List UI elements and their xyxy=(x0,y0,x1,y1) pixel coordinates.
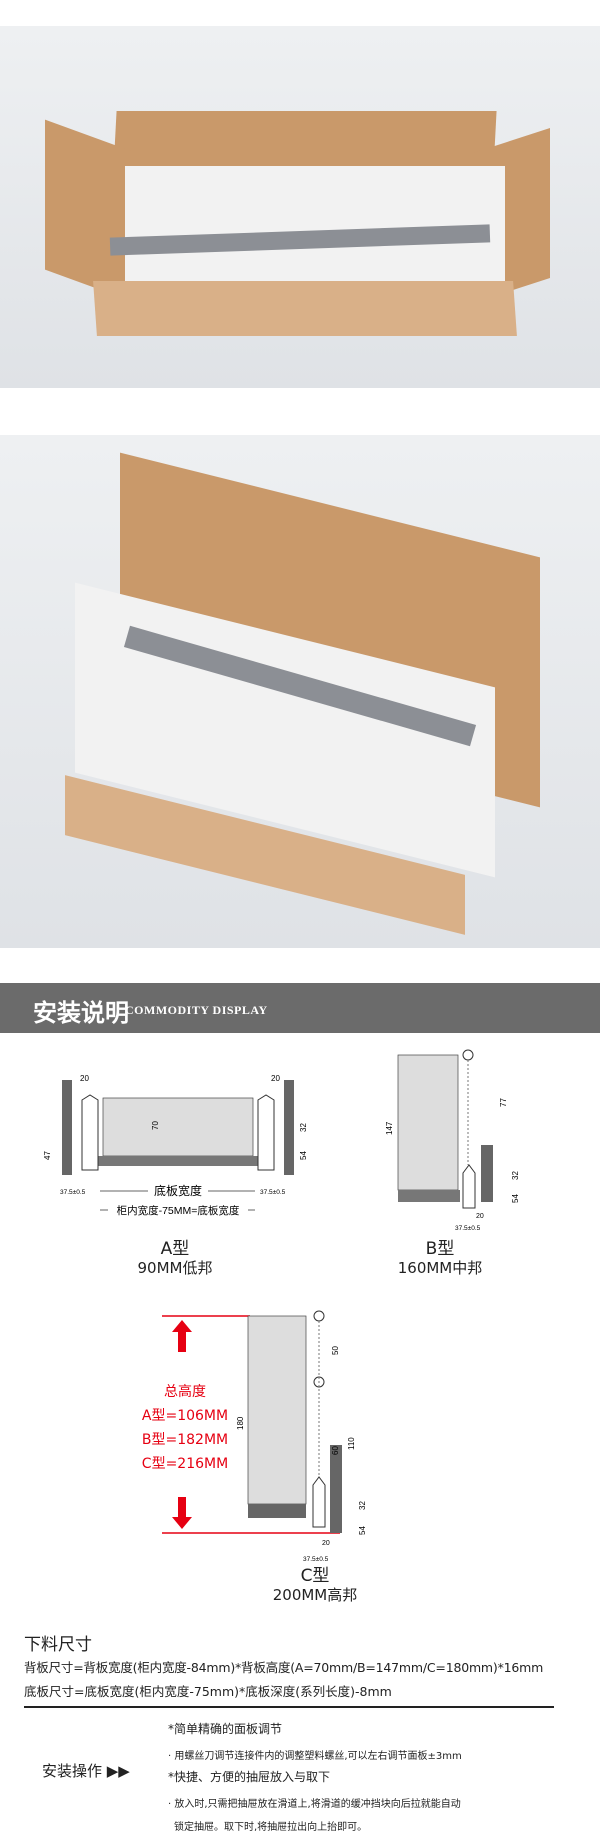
cut-size-back-panel: 背板尺寸=背板宽度(柜内宽度-84mm)*背板高度(A=70mm/B=147mm… xyxy=(24,1660,544,1675)
type-c-label: C型 xyxy=(300,1566,330,1586)
arrow-down-icon xyxy=(172,1497,192,1529)
type-a-label: A型 xyxy=(160,1239,190,1259)
cut-size-title: 下料尺寸 xyxy=(24,1635,92,1655)
dim-a-upper: 32 xyxy=(299,1123,308,1132)
dim-c-upper: 32 xyxy=(358,1501,367,1510)
section-banner: 安装说明 COMMODITY DISPLAY xyxy=(0,983,600,1033)
dim-c-tol: 37.5±0.5 xyxy=(303,1556,329,1563)
diagram-a-caption: A型 90MM低邦 xyxy=(110,1240,240,1278)
dim-a-lower: 54 xyxy=(299,1151,308,1160)
dim-b-tol: 37.5±0.5 xyxy=(455,1225,481,1232)
bottom-width-formula: 柜内宽度-75MM=底板宽度 xyxy=(117,1204,240,1217)
dim-a-tol-left: 37.5±0.5 xyxy=(60,1189,86,1196)
box-flap-left xyxy=(45,119,135,303)
type-c-desc: 200MM高邦 xyxy=(272,1586,358,1604)
dim-a-left: 47 xyxy=(43,1151,52,1160)
dim-b-lower: 54 xyxy=(511,1194,520,1203)
cut-size-bottom-panel: 底板尺寸=底板宽度(柜内宽度-75mm)*底板深度(系列长度)-8mm xyxy=(24,1684,392,1699)
dim-c-top: 50 xyxy=(331,1346,340,1355)
type-b-desc: 160MM中邦 xyxy=(397,1259,483,1277)
dim-c-gap: 20 xyxy=(322,1540,330,1547)
diagram-b: 147 77 32 54 20 37.5±0.5 xyxy=(385,1049,520,1232)
diagram-c-caption: C型 200MM高邦 xyxy=(255,1567,375,1605)
install-item-1: *简单精确的面板调节 xyxy=(168,1722,283,1736)
dim-b-upper: 32 xyxy=(511,1171,520,1180)
diagram-a: 20 20 70 32 54 47 37.5±0.5 37.5±0.5 底板宽度… xyxy=(43,1074,308,1217)
total-height-c: C型=216MM xyxy=(141,1456,229,1472)
total-height-b: B型=182MM xyxy=(141,1432,229,1448)
total-height-title: 总高度 xyxy=(164,1384,206,1400)
install-item-2: · 用螺丝刀调节连接件内的调整塑料螺丝,可以左右调节面板±3mm xyxy=(168,1751,462,1762)
type-b-label: B型 xyxy=(425,1239,455,1259)
install-title: 安装操作 ▶▶ xyxy=(42,1762,130,1780)
box-front xyxy=(93,281,517,336)
total-height-block: 总高度 A型=106MM B型=182MM C型=216MM xyxy=(135,1380,235,1476)
diagram-b-caption: B型 160MM中邦 xyxy=(380,1240,500,1278)
bottom-width-label: 底板宽度 xyxy=(154,1183,202,1198)
product-photo-open-box-angle xyxy=(0,435,600,948)
dim-c-lower: 54 xyxy=(358,1526,367,1535)
box-lid xyxy=(113,111,497,171)
dim-b-top: 77 xyxy=(499,1098,508,1107)
banner-title: 安装说明 xyxy=(33,999,129,1027)
divider xyxy=(24,1706,554,1708)
total-height-a: A型=106MM xyxy=(141,1408,229,1424)
dim-b-gap: 20 xyxy=(476,1213,484,1220)
dim-b-height: 147 xyxy=(385,1121,394,1135)
dim-c-height: 180 xyxy=(236,1416,245,1430)
install-item-4: · 放入时,只需把抽屉放在滑道上,将滑道的缓冲挡块向后拉就能自动 xyxy=(168,1799,461,1810)
dim-c-right: 110 xyxy=(347,1437,356,1450)
dim-a-gap-right: 20 xyxy=(271,1074,280,1083)
dim-a-gap-left: 20 xyxy=(80,1074,89,1083)
dim-a-tol-right: 37.5±0.5 xyxy=(260,1189,286,1196)
dim-c-mid: 60 xyxy=(331,1446,340,1455)
diagram-c: 180 50 60 110 32 54 20 37.5±0.5 xyxy=(162,1310,367,1563)
install-item-3: *快捷、方便的抽屉放入与取下 xyxy=(168,1770,331,1784)
dim-a-height: 70 xyxy=(151,1121,160,1130)
product-photo-open-box-top xyxy=(0,26,600,388)
arrow-up-icon xyxy=(172,1320,192,1352)
type-a-desc: 90MM低邦 xyxy=(137,1259,213,1277)
install-item-5: 锁定抽屉。取下时,将抽屉拉出向上抬即可。 xyxy=(174,1822,368,1833)
banner-subtitle: COMMODITY DISPLAY xyxy=(125,1003,268,1017)
